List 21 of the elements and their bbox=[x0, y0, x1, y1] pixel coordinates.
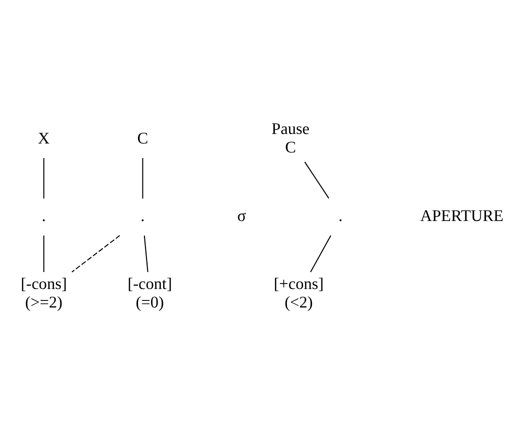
node-text: . bbox=[42, 205, 46, 224]
node-text: X bbox=[38, 128, 50, 147]
connector bbox=[144, 234, 148, 272]
node-text: . bbox=[140, 205, 145, 224]
node-label: (>=2) bbox=[25, 292, 62, 312]
node-text: Pause C bbox=[272, 118, 310, 156]
node-text: . bbox=[338, 205, 343, 224]
node-text: [-cont] bbox=[128, 274, 172, 293]
connector bbox=[43, 158, 44, 198]
connector bbox=[142, 158, 144, 198]
node-label: (=0) bbox=[136, 292, 164, 312]
node-text: C bbox=[137, 128, 148, 147]
node-text: [+cons] bbox=[274, 274, 324, 293]
connector bbox=[310, 234, 332, 272]
label: σ bbox=[237, 205, 246, 224]
connector bbox=[43, 235, 44, 272]
node-text: [-cons] bbox=[20, 274, 67, 293]
connector bbox=[72, 234, 120, 272]
connector bbox=[304, 161, 330, 198]
label: APERTURE bbox=[420, 205, 504, 224]
node-label: (<2) bbox=[284, 292, 313, 312]
